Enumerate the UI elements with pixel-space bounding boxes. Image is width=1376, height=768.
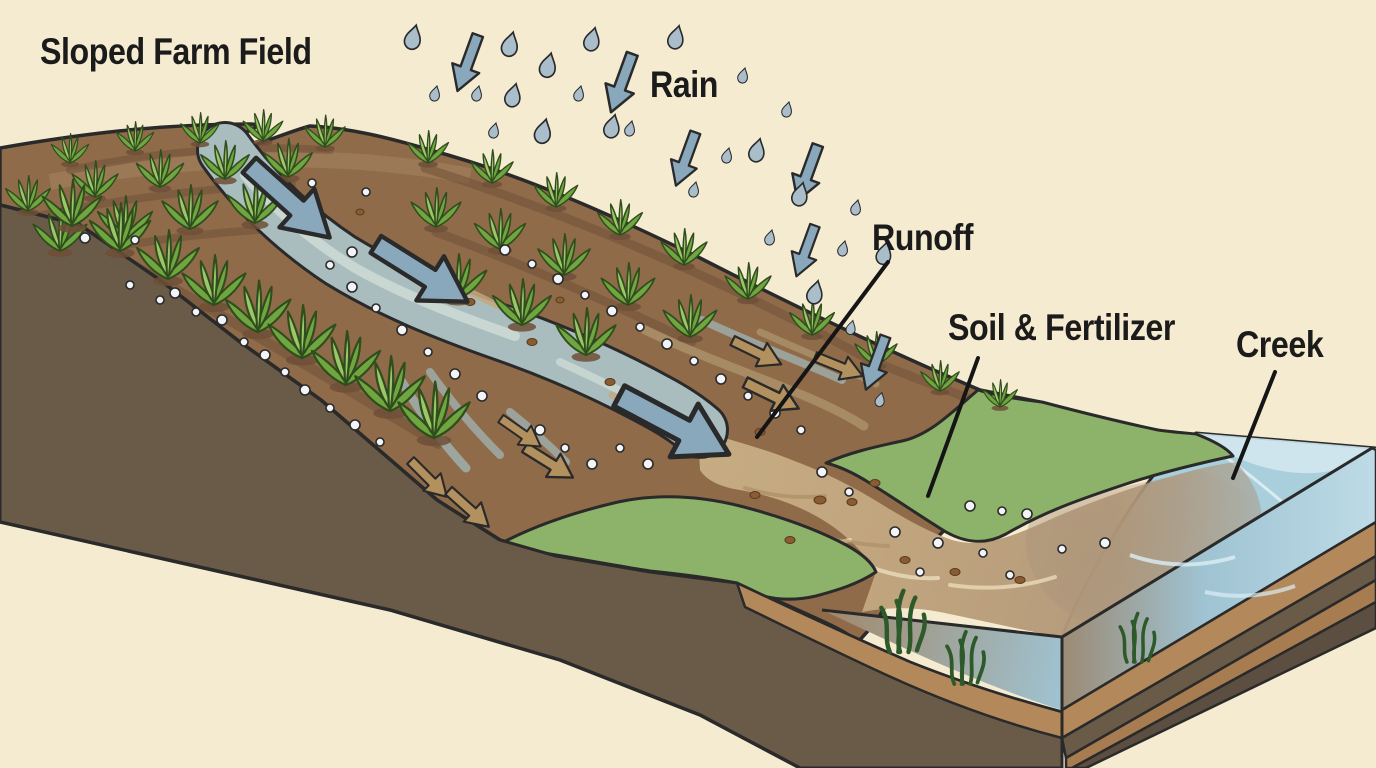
leader-lines	[755, 260, 1277, 498]
soil-fertilizer-leader-line	[926, 356, 980, 498]
label-runoff: Runoff	[872, 217, 974, 258]
runoff-leader-line	[755, 260, 890, 439]
creek-bed-layers	[735, 446, 1376, 768]
label-creek: Creek	[1236, 324, 1324, 365]
label-rain: Rain	[650, 64, 719, 105]
label-sloped-farm-field: Sloped Farm Field	[40, 31, 312, 72]
label-soil-fertilizer: Soil & Fertilizer	[948, 307, 1175, 348]
grass-buffer-upper	[824, 388, 1235, 543]
creek-leader-line	[1231, 370, 1277, 480]
